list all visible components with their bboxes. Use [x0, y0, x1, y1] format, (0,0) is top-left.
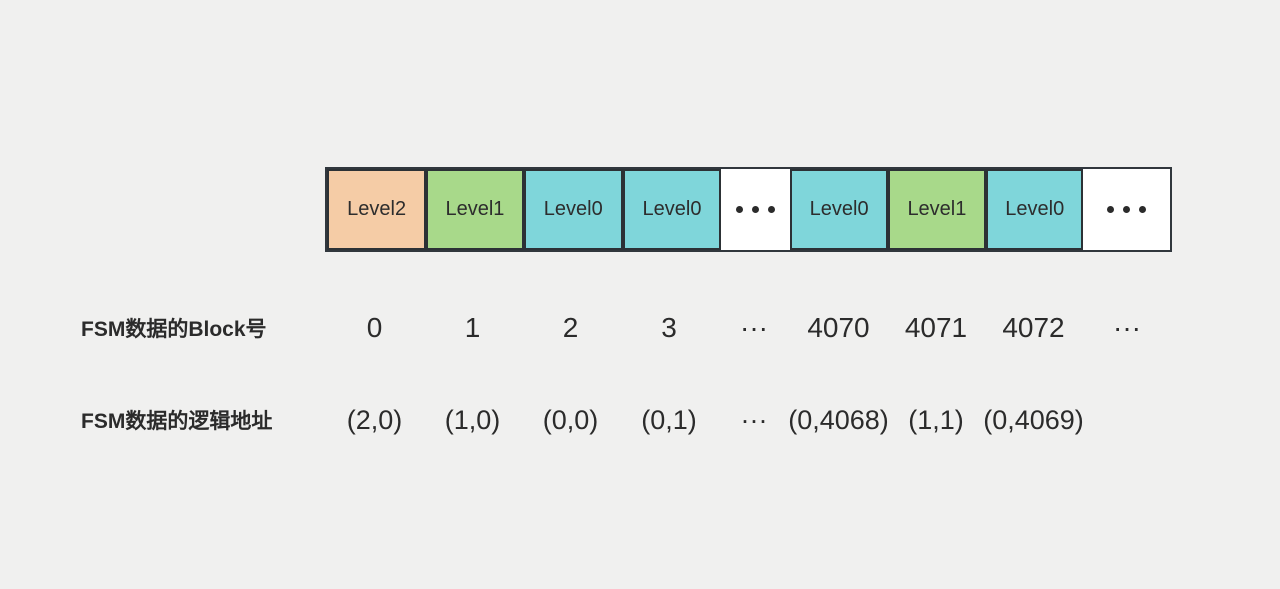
- ellipsis-gap: [1083, 169, 1170, 250]
- empty-cell: [1082, 398, 1172, 442]
- logical-address-value: (1,0): [444, 404, 501, 435]
- block-number-value: 4071: [904, 312, 968, 343]
- fsm-block-label: Level0: [809, 198, 869, 220]
- fsm-block-level0: Level0: [790, 169, 888, 250]
- fsm-block-label: Level2: [347, 198, 407, 220]
- logical-address-value: (0,4069): [983, 404, 1084, 435]
- logical-address-row: (2,0) (1,0) (0,0) (0,1) ··· (0,4068) (1,1) (0,4…: [325, 398, 1172, 442]
- fsm-block-level2: Level2: [327, 169, 427, 250]
- fsm-block-level0: Level0: [622, 169, 722, 250]
- fsm-block-label: Level0: [543, 198, 603, 220]
- logical-address-value: (0,1): [641, 404, 697, 435]
- fsm-block-level0: Level0: [523, 169, 623, 250]
- fsm-block-label: Level1: [445, 198, 505, 220]
- logical-address-value: (1,1): [908, 404, 964, 435]
- block-number-row-label: FSM数据的Block号: [81, 318, 267, 341]
- fsm-block-level1: Level1: [887, 169, 987, 250]
- fsm-block-label: Level0: [1005, 198, 1065, 220]
- block-number-value: 3: [661, 312, 677, 343]
- block-number-value: 0: [366, 312, 383, 343]
- ellipsis-gap: [721, 169, 790, 250]
- fsm-block-label: Level1: [907, 198, 967, 220]
- fsm-page-bar: Level2 Level1 Level0 Level0 Level0 Level1 Leve…: [325, 167, 1172, 252]
- ellipsis-icon: [736, 206, 776, 213]
- block-number-row: 0 1 2 3 ··· 4070 4071 4072 ···: [325, 306, 1172, 350]
- ellipsis-icon: [1107, 206, 1147, 213]
- logical-address-value: (0,0): [542, 404, 599, 435]
- block-number-value: 4072: [1002, 312, 1065, 343]
- block-number-value: 2: [562, 312, 579, 343]
- logical-address-value: (2,0): [346, 404, 403, 435]
- ellipsis-text: ···: [740, 404, 768, 435]
- fsm-block-level0: Level0: [986, 169, 1084, 250]
- block-number-value: 4070: [807, 312, 870, 343]
- fsm-block-level1: Level1: [426, 169, 524, 250]
- fsm-block-label: Level0: [642, 198, 702, 220]
- logical-address-row-label: FSM数据的逻辑地址: [81, 410, 273, 433]
- ellipsis-text: ···: [1113, 312, 1141, 343]
- block-number-value: 1: [464, 312, 481, 343]
- logical-address-value: (0,4068): [788, 404, 889, 435]
- ellipsis-text: ···: [740, 312, 768, 343]
